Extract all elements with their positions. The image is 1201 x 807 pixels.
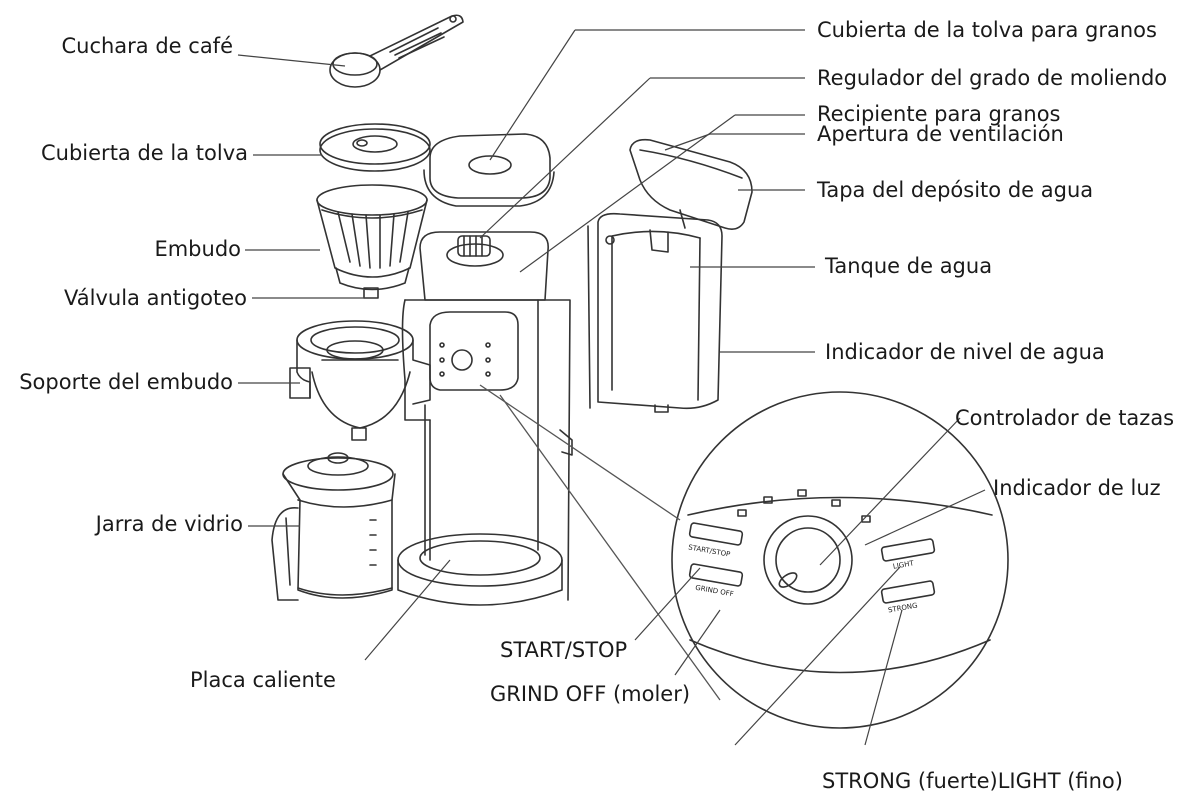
label-tank-lid: Tapa del depósito de agua xyxy=(817,178,1094,202)
label-coffee-scoop: Cuchara de café xyxy=(61,34,233,58)
bean-hopper-cover-part xyxy=(423,133,555,207)
funnel-holder-part xyxy=(289,320,431,441)
glass-carafe-part xyxy=(271,452,396,601)
label-hopper-cover: Cubierta de la tolva xyxy=(41,141,248,165)
label-water-tank: Tanque de agua xyxy=(825,254,993,278)
funnel-part xyxy=(316,184,428,299)
leader-lines xyxy=(237,29,986,746)
label-vent-opening: Apertura de ventilación xyxy=(817,122,1064,146)
label-strong-light: STRONG (fuerte)LIGHT (fino) xyxy=(822,769,1123,793)
label-bean-hopper-cover: Cubierta de la tolva para granos xyxy=(817,18,1157,42)
label-bean-container: Recipiente para granos xyxy=(817,102,1061,126)
hopper-cover-part xyxy=(319,123,431,172)
label-light-indicator: Indicador de luz xyxy=(993,476,1161,500)
coffee-scoop-part xyxy=(329,14,464,88)
label-glass-carafe: Jarra de vidrio xyxy=(95,512,243,536)
label-antidrip-valve: Válvula antigoteo xyxy=(64,286,247,310)
machine-body-part xyxy=(397,231,573,606)
control-panel-zoom xyxy=(671,391,1009,729)
label-funnel-holder: Soporte del embudo xyxy=(19,370,233,394)
label-hot-plate: Placa caliente xyxy=(190,668,336,692)
label-start-stop: START/STOP xyxy=(500,638,628,662)
label-funnel: Embudo xyxy=(154,237,241,261)
water-tank-part xyxy=(587,212,723,413)
label-grind-off: GRIND OFF (moler) xyxy=(490,682,691,706)
label-grind-regulator: Regulador del grado de moliendo xyxy=(817,66,1168,90)
label-water-level: Indicador de nivel de agua xyxy=(825,340,1105,364)
label-cup-controller: Controlador de tazas xyxy=(955,406,1175,430)
